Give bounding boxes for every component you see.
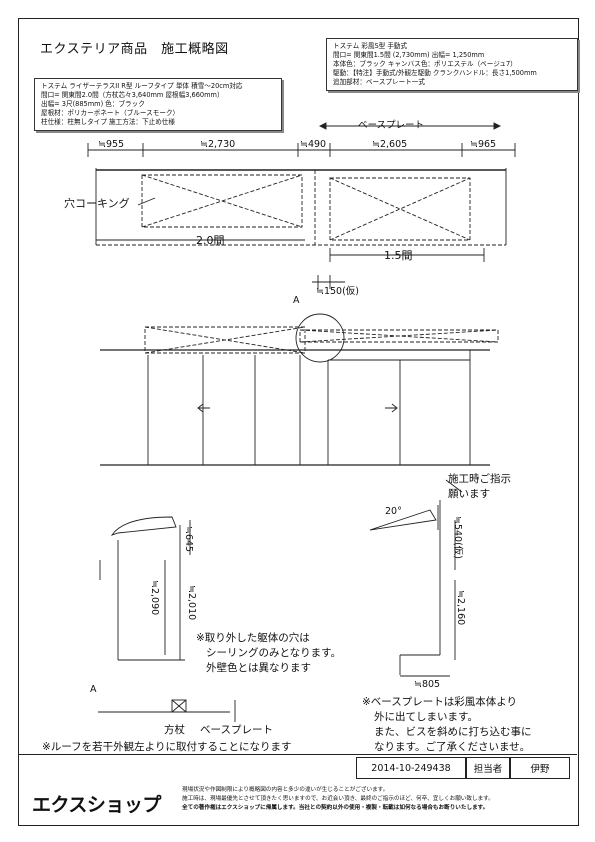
disclaimer-line: 全ての著作権はエクスショップに帰属します。当社との契約以外の使用・複製・転載は如… <box>182 805 489 811</box>
plate-note-line: 外に出てしまいます。 <box>374 711 478 723</box>
dim-2090: ≒2,090 <box>149 580 160 616</box>
order-number: 2014-10-249438 <box>356 757 466 779</box>
awning-spec-line: 駆動：【特注】手動式/外観左駆動 クランクハンドル：長さ1,500mm <box>333 69 537 77</box>
awning-spec-line: トステム 彩風S型 手動式 <box>333 42 408 50</box>
hole-caulking-label: 穴コーキング <box>64 197 130 210</box>
roof-spec-line: 出幅= 3尺(885mm) 色：ブラック <box>41 100 145 108</box>
plate-note-line: なります。ご了承くださいませ。 <box>374 741 531 753</box>
angle-20: 20° <box>385 506 402 517</box>
roof-spec-line: 柱仕様：柱無しタイプ 施工方法：下止め仕様 <box>41 118 175 126</box>
plate-note-line: また、ビスを斜めに打ち込む事に <box>374 726 532 738</box>
disclaimer-line: 施工時は、現場最優先とさせて頂きたく思いますので、お近会い頂き、最終のご指示のほ… <box>182 796 494 802</box>
page-title: エクステリア商品 施工概略図 <box>40 42 229 57</box>
detail-a-label-2: A <box>90 684 97 695</box>
awning-spec-box: トステム 彩風S型 手動式 間口= 関東間1.5間 (2,730mm) 出幅= … <box>326 38 578 91</box>
dim-2605: ≒2,605 <box>372 139 408 150</box>
footer-disclaimer: 現場状況や作図制限により概略図の内容と多少の違いが生じることがございます。 施工… <box>182 786 494 813</box>
instruction-line: 施工時ご指示 <box>448 473 511 485</box>
awning-spec-line: 追加部材：ベースプレート一式 <box>333 78 425 86</box>
dim-965: ≒965 <box>470 139 497 150</box>
staff-label: 担当者 <box>466 757 510 779</box>
disclaimer-line: 現場状況や作図制限により概略図の内容と多少の違いが生じることがございます。 <box>182 787 389 793</box>
roof-spec-box: トステム ライザーテラスII R型 ルーフタイプ 単体 積雪〜20cm対応 間口… <box>34 78 282 131</box>
footer-divider <box>18 754 577 755</box>
dim-2010: ≒2,010 <box>186 585 197 621</box>
instruction-note: 施工時ご指示 願います <box>448 472 511 502</box>
span-2-label: 2.0間 <box>196 234 225 247</box>
base-plate-label: ベースプレート <box>358 120 425 131</box>
dim-645: ≒645 <box>183 526 194 553</box>
drawing-frame <box>18 18 579 826</box>
base-plate-label-2: ベースプレート <box>200 724 273 736</box>
hole-note: ※取り外した躯体の穴は シーリングのみとなります。 外壁色とは異なります <box>196 631 341 676</box>
roof-spec-line: 屋根材：ポリカーボネート（ブルースモーク） <box>41 109 180 117</box>
dim-805: ≒805 <box>414 679 441 690</box>
detail-a-label: A <box>293 295 300 306</box>
roof-spec-line: 間口= 関東間2.0間（方杖芯々3,640mm 屋根幅3,660mm） <box>41 91 224 99</box>
instruction-line: 願います <box>448 488 490 500</box>
brand-logo: エクスショップ <box>32 794 161 816</box>
dim-150: ≒150(仮) <box>316 286 360 297</box>
dim-540: ≒540(仮) <box>452 516 463 560</box>
hole-note-line: シーリングのみとなります。 <box>206 647 342 659</box>
roof-spec-line: トステム ライザーテラスII R型 ルーフタイプ 単体 積雪〜20cm対応 <box>41 82 243 90</box>
roof-note: ※ルーフを若干外観左よりに取付することになります <box>42 741 292 753</box>
awning-spec-line: 間口= 関東間1.5間 (2,730mm) 出幅= 1,250mm <box>333 51 485 59</box>
span-15-label: 1.5間 <box>384 249 413 262</box>
dim-2160: ≒2,160 <box>455 590 466 626</box>
plate-note-line: ※ベースプレートは彩風本体より <box>362 696 518 708</box>
plate-note: ※ベースプレートは彩風本体より 外に出てしまいます。 また、ビスを斜めに打ち込む… <box>362 695 532 755</box>
awning-spec-line: 本体色：ブラック キャンバス色：ポリエステル（ベージュ7） <box>333 60 517 68</box>
dim-2730: ≒2,730 <box>200 139 236 150</box>
hole-note-line: ※取り外した躯体の穴は <box>196 632 310 644</box>
staff-name: 伊野 <box>510 757 570 779</box>
hole-note-line: 外壁色とは異なります <box>206 662 311 674</box>
dim-955: ≒955 <box>98 139 125 150</box>
dim-490: ≒490 <box>300 139 327 150</box>
post-label: 方杖 <box>164 724 185 736</box>
